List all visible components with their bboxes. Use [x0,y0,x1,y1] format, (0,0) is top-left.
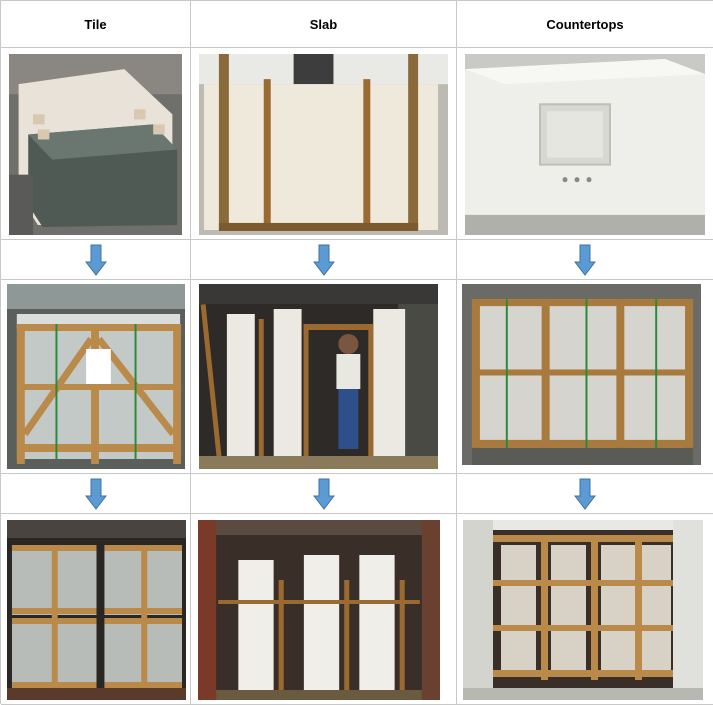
photo-countertop-crate [462,284,701,465]
down-arrow-icon [312,478,335,510]
photo-tile-crate [7,284,185,469]
arrow-cell-tile-2 [1,474,191,514]
photo-tile-container-loading [7,520,186,700]
down-arrow-icon [574,244,596,276]
cell-slab-container [191,514,457,705]
down-arrow-icon [574,478,596,510]
down-arrow-icon [84,244,107,276]
cell-tile-product [1,48,191,240]
cell-tile-crate [1,280,191,474]
photo-tile-stack [9,54,182,235]
cell-countertop-product [457,48,713,240]
header-tile: Tile [1,1,191,48]
cell-tile-container [1,514,191,705]
down-arrow-icon [84,478,107,510]
arrow-cell-slab-2 [191,474,457,514]
arrow-cell-countertops-1 [457,240,713,280]
cell-countertop-container [457,514,713,705]
photo-slab-container-loading [199,284,438,469]
photo-countertop-container-loaded [463,520,703,700]
arrow-cell-tile-1 [1,240,191,280]
header-slab: Slab [191,1,457,48]
photo-slab-container-loaded [198,520,440,700]
down-arrow-icon [312,244,335,276]
arrow-cell-countertops-2 [457,474,713,514]
cell-slab-crate [191,280,457,474]
arrow-cell-slab-1 [191,240,457,280]
photo-slab-rack [199,54,448,235]
cell-slab-product [191,48,457,240]
cell-countertop-crate [457,280,713,474]
photo-countertop [465,54,705,235]
header-countertops: Countertops [457,1,713,48]
